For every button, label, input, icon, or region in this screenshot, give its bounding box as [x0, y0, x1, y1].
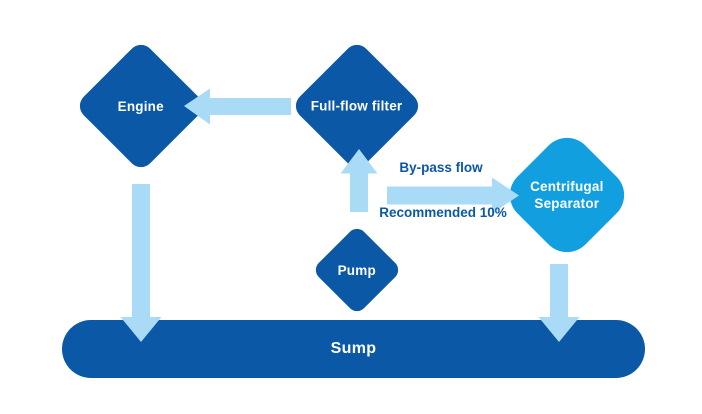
arrow-pump-to-filter-icon [340, 149, 378, 212]
arrow-separator-to-sump-icon [538, 264, 580, 342]
arrow-filter-to-engine-icon [184, 88, 291, 125]
arrow-engine-to-sump-icon [120, 184, 162, 342]
bypass-flow-annotation: By-pass flow [399, 160, 483, 175]
recommended-10-annotation: Recommended 10% [379, 205, 507, 220]
sump-label: Sump [330, 340, 377, 357]
arrow-bypass-to-separator-icon [387, 177, 519, 214]
sump-node: Sump [62, 320, 645, 378]
